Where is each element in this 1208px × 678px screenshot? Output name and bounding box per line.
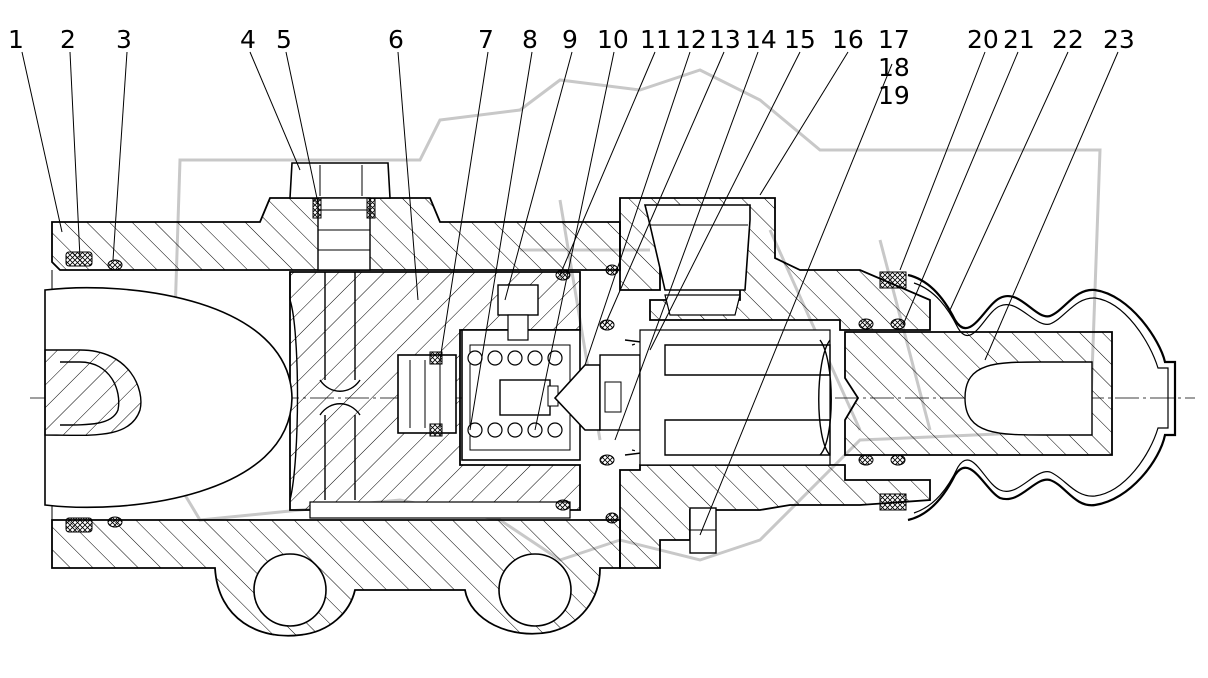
reservoir-plug [643, 204, 751, 316]
pushrod-piston [639, 329, 832, 466]
left-port [44, 286, 293, 509]
callout-15: 15 [784, 25, 816, 54]
callout-5: 5 [276, 25, 292, 54]
callout-8: 8 [522, 25, 538, 54]
callout-9: 9 [562, 25, 578, 54]
callout-20: 20 [967, 25, 999, 54]
callout-21: 21 [1003, 25, 1035, 54]
callout-23: 23 [1103, 25, 1135, 54]
callout-16: 16 [832, 25, 864, 54]
rubber-boot [879, 271, 1177, 522]
callout-4: 4 [240, 25, 256, 54]
callout-13: 13 [709, 25, 741, 54]
callout-labels: 1 2 3 4 5 6 7 8 9 10 11 12 13 14 15 16 1… [8, 25, 1135, 110]
callout-14: 14 [745, 25, 777, 54]
callout-1: 1 [8, 25, 24, 54]
pushrod [844, 331, 1113, 456]
callout-3: 3 [116, 25, 132, 54]
piston [397, 351, 457, 437]
bleed-port [689, 507, 717, 554]
callout-12: 12 [675, 25, 707, 54]
callout-7: 7 [478, 25, 494, 54]
callout-6: 6 [388, 25, 404, 54]
callout-10: 10 [597, 25, 629, 54]
seal-rings [65, 251, 906, 533]
callout-2: 2 [60, 25, 76, 54]
callout-18: 18 [878, 53, 910, 82]
callout-22: 22 [1052, 25, 1084, 54]
leader-lines [21, 51, 1119, 536]
callout-11: 11 [640, 25, 672, 54]
callout-17: 17 [878, 25, 910, 54]
callout-19: 19 [878, 81, 910, 110]
